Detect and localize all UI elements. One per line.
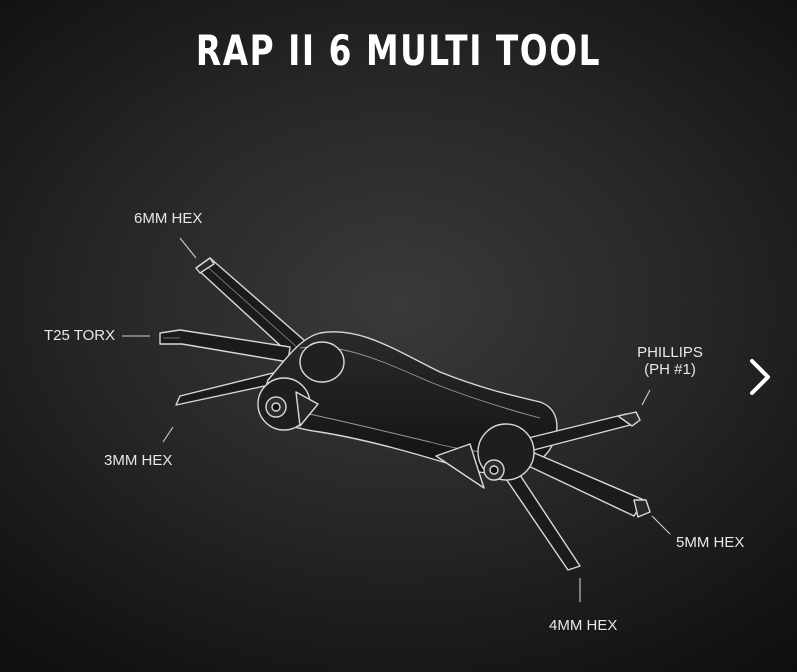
- left-pivot: [257, 377, 319, 431]
- label-4mm-hex: 4MM HEX: [549, 617, 618, 634]
- chevron-right-icon: [750, 359, 770, 395]
- label-phillips: PHILLIPS (PH #1): [628, 344, 712, 378]
- leader-hex6: [179, 237, 197, 259]
- phillips-arm: [519, 411, 641, 453]
- right-pivot: [435, 423, 535, 489]
- next-slide-button[interactable]: [740, 352, 780, 402]
- label-phillips-line2: (PH #1): [644, 361, 696, 378]
- label-3mm-hex: 3MM HEX: [104, 452, 173, 469]
- label-6mm-hex: 6MM HEX: [134, 210, 203, 227]
- leader-hex3: [162, 426, 174, 443]
- page-title: RAP II 6 MULTI TOOL: [195, 26, 602, 75]
- leader-phillips: [641, 389, 651, 406]
- leader-hex5: [651, 515, 671, 535]
- label-5mm-hex: 5MM HEX: [676, 534, 745, 551]
- label-phillips-line1: PHILLIPS: [637, 344, 703, 361]
- label-t25-torx: T25 TORX: [44, 327, 116, 344]
